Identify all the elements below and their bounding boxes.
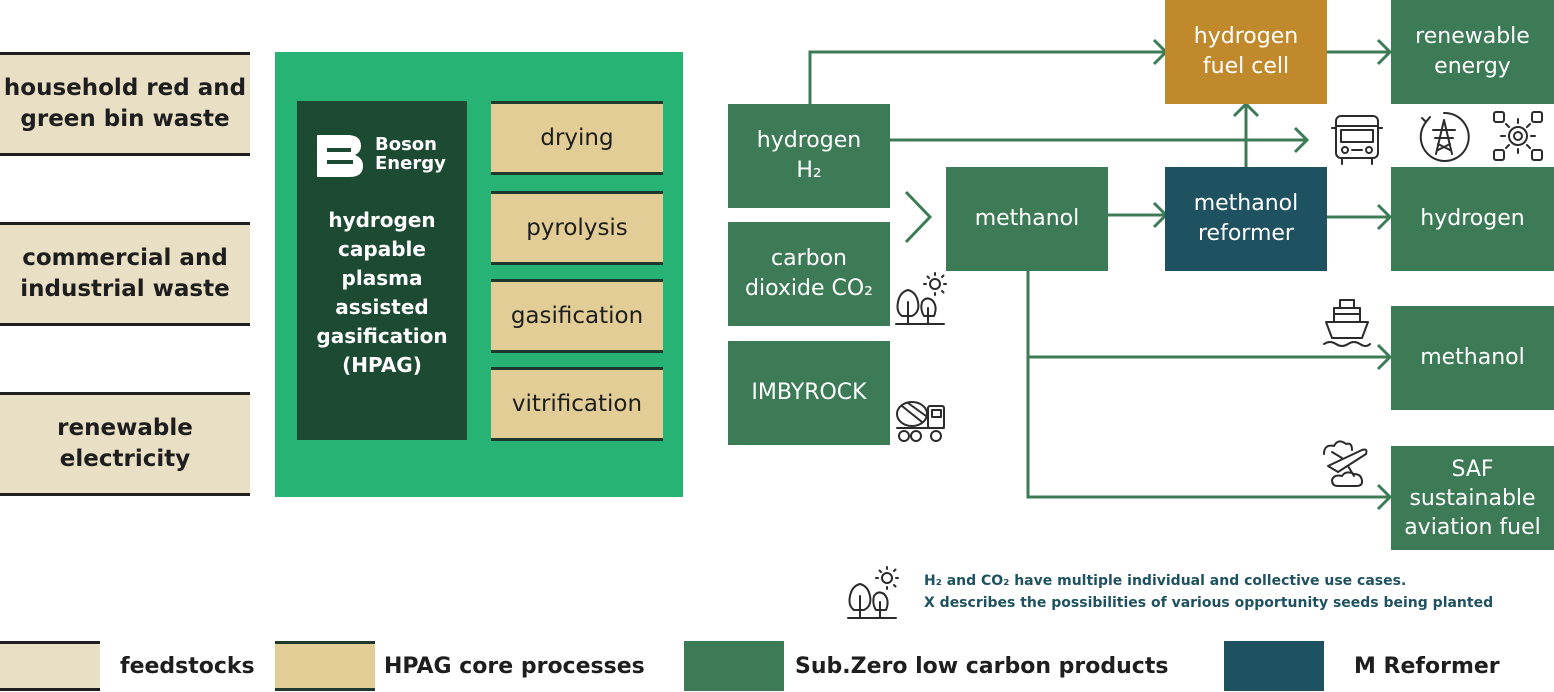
ship-icon: [1323, 299, 1371, 347]
mixer-truck-icon: [896, 401, 945, 442]
legend-swatch-feedstocks: [0, 641, 100, 691]
logo-line2: Energy: [375, 153, 446, 174]
connector-h2-fuelcell: [808, 50, 1166, 104]
feedstock-household: household red and green bin waste: [0, 52, 250, 156]
hpag-title: hydrogen capable plasma assisted gasific…: [316, 208, 448, 377]
note-text: H₂ and CO₂ have multiple individual and …: [924, 570, 1552, 614]
trees-sun-icon: [895, 272, 947, 325]
node-methanol-mid: methanol: [946, 167, 1108, 271]
output-saf: SAF sustainable aviation fuel: [1391, 446, 1554, 550]
legend-label-products: Sub.Zero low carbon products: [795, 653, 1169, 679]
legend-swatch-products: [684, 641, 784, 691]
output-hydrogen: hydrogen: [1391, 167, 1554, 271]
power-pylon-icon: [1419, 111, 1470, 162]
logo-line1: Boson: [375, 134, 437, 155]
output-methanol: methanol: [1391, 306, 1554, 410]
output-renewable-energy: renewable energy: [1391, 0, 1554, 104]
node-methanol-reformer: methanol reformer: [1165, 167, 1327, 271]
bus-icon: [1331, 115, 1383, 165]
legend-label-core: HPAG core processes: [384, 653, 645, 679]
core-process-vitrification: vitrification: [491, 367, 663, 441]
note-trees-sun-icon: [847, 566, 899, 619]
core-process-drying: drying: [491, 101, 663, 175]
hpag-title-panel: Boson Energy hydrogen capable plasma ass…: [297, 101, 467, 440]
feedstock-label: renewable electricity: [57, 415, 193, 472]
feedstock-label: commercial and industrial waste: [20, 245, 230, 302]
core-process-gasification: gasification: [491, 279, 663, 353]
boson-energy-logo: Boson Energy: [317, 133, 457, 177]
legend-label-feedstocks: feedstocks: [120, 653, 255, 679]
legend-swatch-core: [275, 641, 375, 691]
node-hydrogen-h2: hydrogen H₂: [728, 104, 890, 208]
legend-swatch-reformer: [1224, 641, 1324, 691]
feedstock-renewable-electricity: renewable electricity: [0, 392, 250, 496]
node-imbyrock: IMBYROCK: [728, 341, 890, 445]
note-line1: H₂ and CO₂ have multiple individual and …: [924, 573, 1407, 589]
node-hydrogen-fuel-cell: hydrogen fuel cell: [1165, 0, 1327, 104]
core-process-pyrolysis: pyrolysis: [491, 191, 663, 265]
plane-icon: [1323, 440, 1368, 487]
legend-label-reformer: M Reformer: [1354, 653, 1500, 679]
node-carbon-dioxide: carbon dioxide CO₂: [728, 222, 890, 326]
gear-cycle-icon: [1493, 111, 1543, 161]
chevron-to-methanol: [904, 190, 933, 244]
feedstock-label: household red and green bin waste: [3, 75, 247, 132]
note-line2: X describes the possibilities of various…: [924, 595, 1494, 611]
connector-methanol-saf: [1026, 270, 1390, 499]
boson-logo-icon: [317, 135, 363, 177]
feedstock-commercial: commercial and industrial waste: [0, 222, 250, 326]
